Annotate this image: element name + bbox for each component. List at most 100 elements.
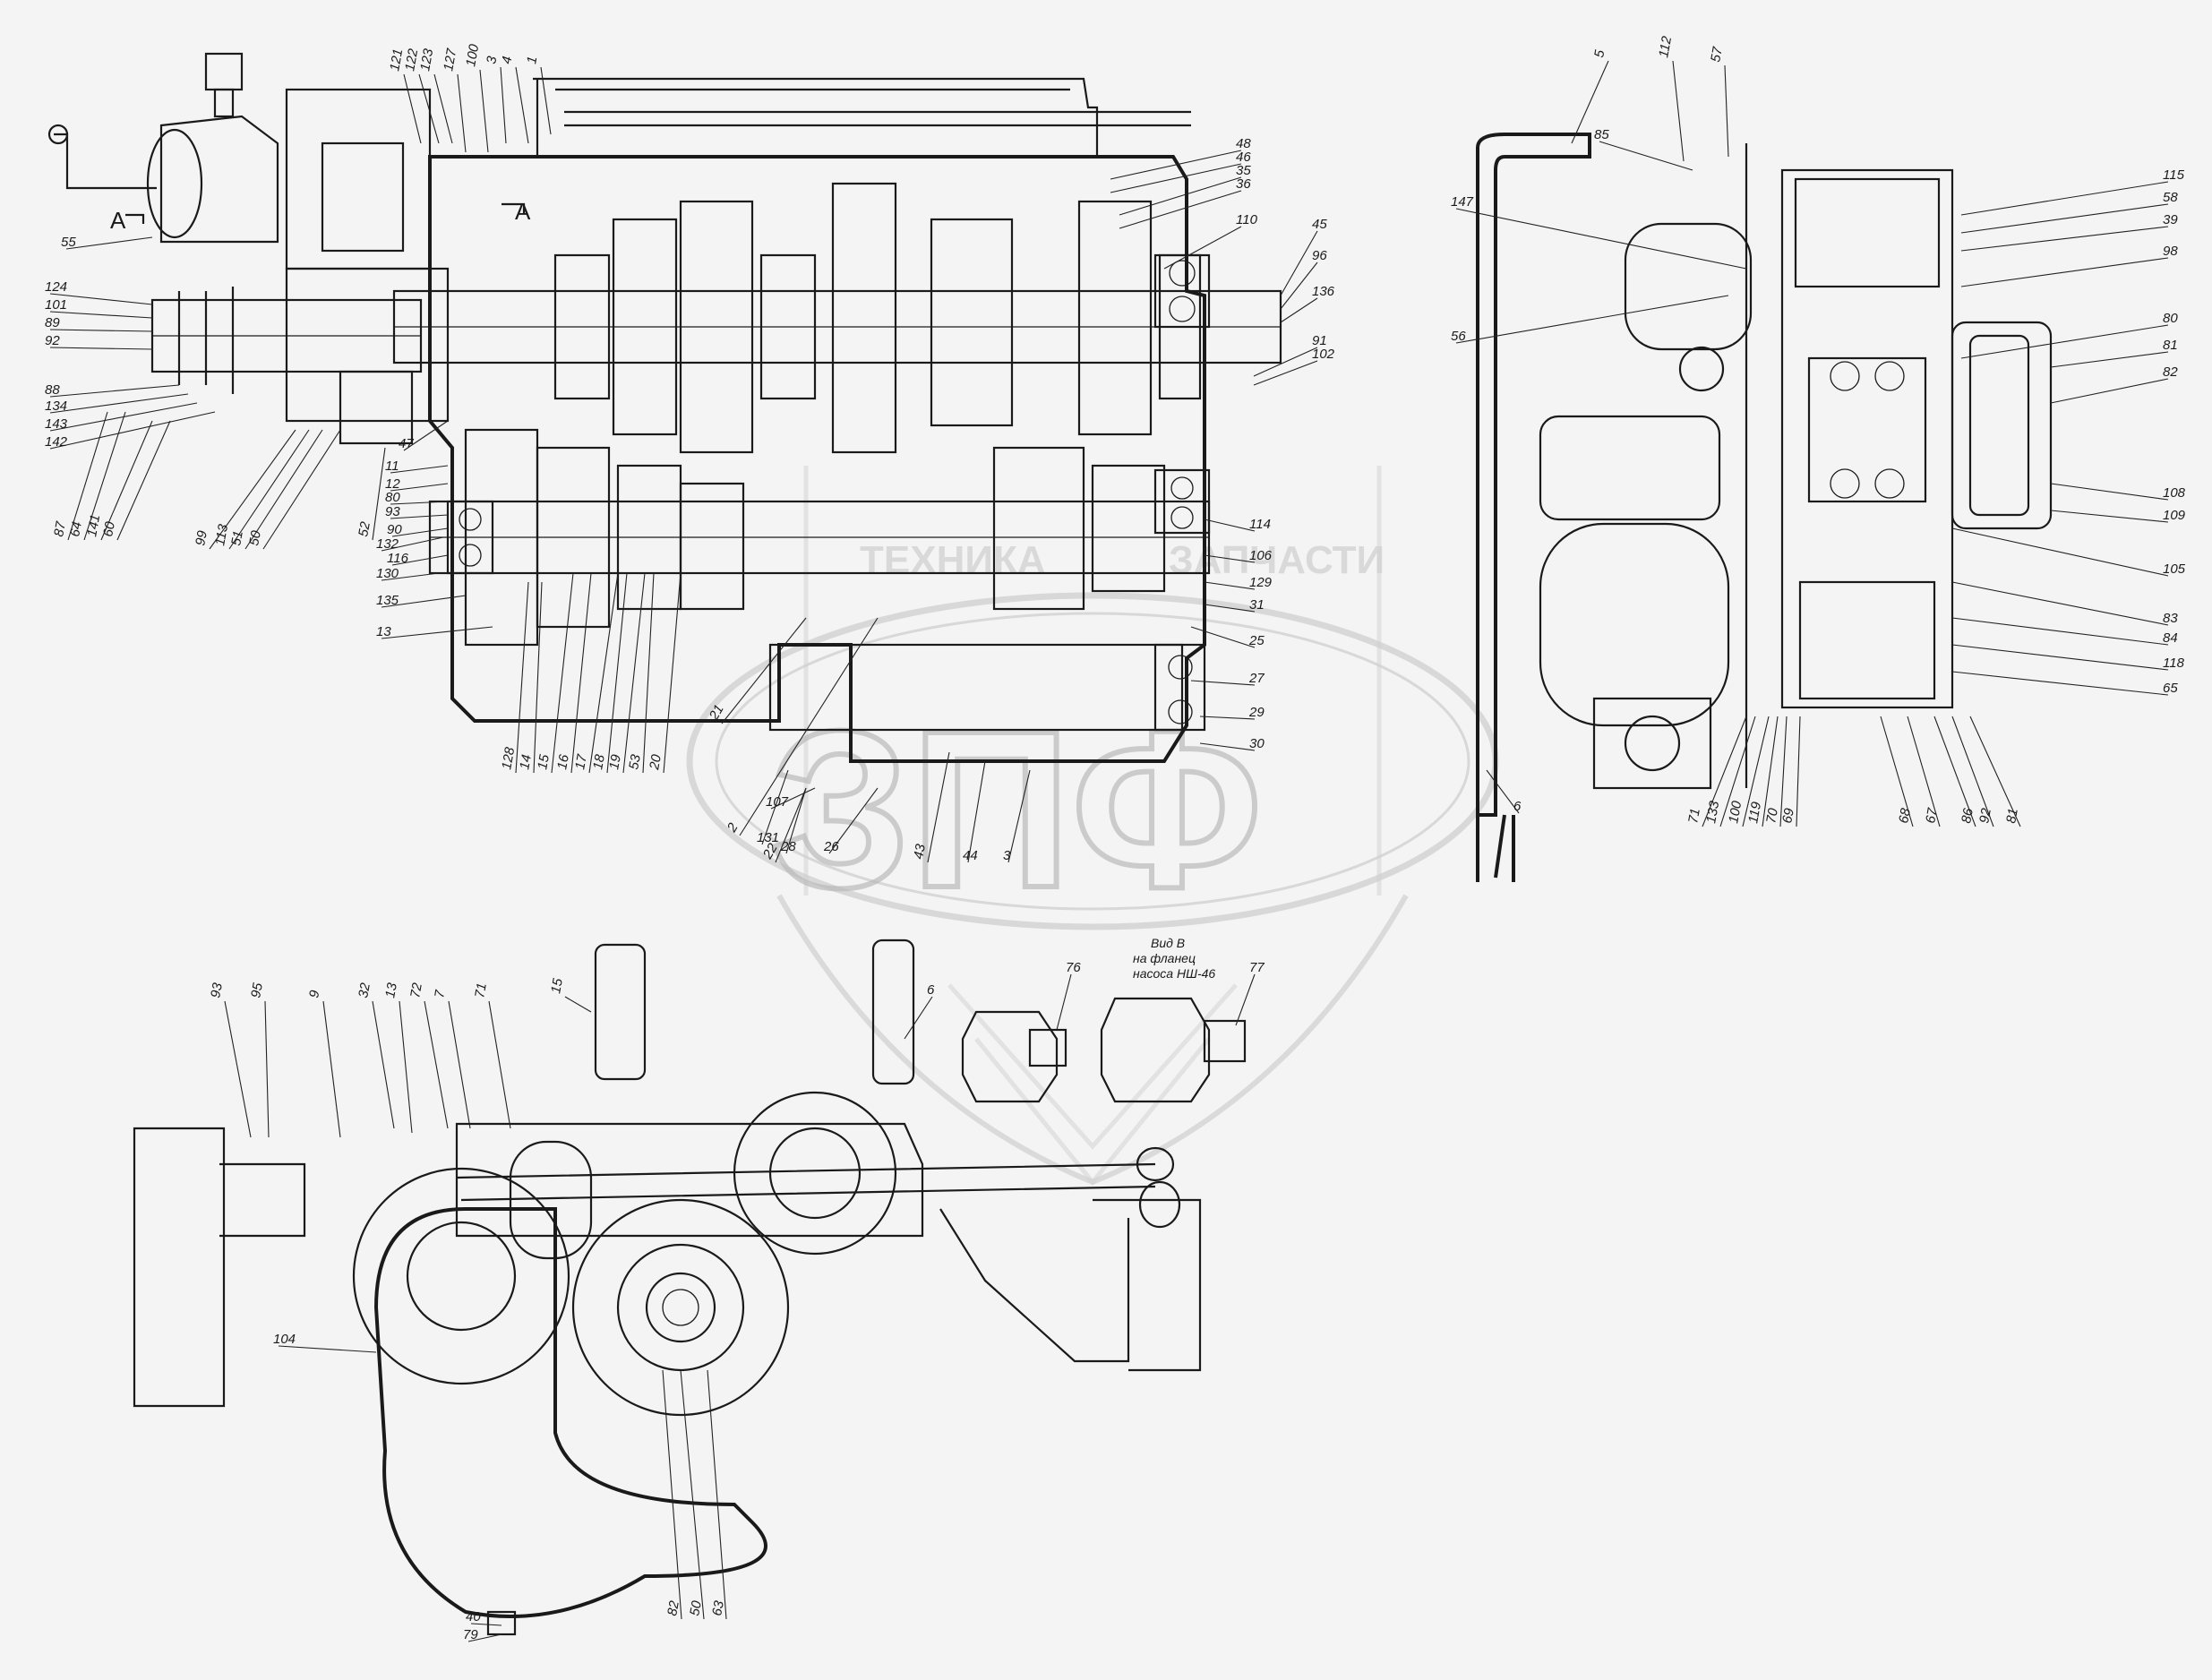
bottom-end-view: Вид В на фланец насоса НШ-46 — [133, 936, 1247, 1636]
part-label-right-18: 118 — [2163, 656, 2185, 671]
leader-bottom-0 — [224, 1000, 252, 1138]
leader-main-57 — [739, 617, 879, 836]
leader-bottom-8 — [564, 996, 592, 1013]
part-label-main-47: 128 — [499, 745, 518, 770]
part-label-main-12: 110 — [1236, 212, 1258, 227]
leader-main-53 — [622, 572, 646, 774]
leader-main-71 — [1204, 581, 1256, 590]
part-label-main-37: 11 — [385, 459, 399, 474]
leader-right-15 — [1951, 527, 2169, 577]
part-label-right-26: 68 — [1896, 807, 1914, 825]
leader-right-8 — [1960, 226, 2169, 252]
part-label-right-9: 98 — [2163, 244, 2178, 259]
part-label-right-30: 81 — [2003, 807, 2021, 824]
leader-main-18 — [65, 236, 153, 250]
part-label-main-10: 35 — [1236, 163, 1251, 178]
leader-main-65 — [1007, 769, 1031, 863]
part-label-main-20: 101 — [45, 297, 67, 313]
leader-right-16 — [1951, 581, 2169, 626]
part-label-main-15: 136 — [1312, 284, 1335, 299]
part-label-main-41: 90 — [387, 522, 402, 537]
part-label-main-64: 44 — [963, 848, 978, 863]
leader-right-20 — [1702, 716, 1747, 827]
leader-main-36 — [403, 420, 449, 451]
leader-main-55 — [663, 572, 682, 774]
part-label-main-65: 3 — [1003, 848, 1011, 863]
part-label-right-19: 65 — [2163, 681, 2178, 696]
leader-main-3 — [457, 73, 467, 153]
part-label-main-2: 123 — [417, 47, 436, 72]
leader-main-14 — [1280, 261, 1318, 310]
part-label-main-71: 129 — [1249, 575, 1273, 590]
part-label-main-60: 131 — [757, 830, 779, 845]
part-label-main-40: 93 — [385, 504, 400, 519]
leader-main-37 — [390, 465, 449, 474]
part-label-bottom-8: 15 — [548, 977, 566, 995]
part-label-bottom-7: 71 — [472, 981, 490, 999]
leader-right-13 — [2050, 483, 2169, 501]
part-label-main-17: 102 — [1312, 347, 1335, 362]
leader-main-21 — [49, 329, 153, 332]
part-label-main-46: 13 — [376, 624, 391, 639]
lower-gears — [464, 428, 1166, 647]
part-label-bottom-5: 72 — [407, 981, 425, 999]
part-label-right-7: 58 — [2163, 190, 2178, 205]
part-label-main-52: 18 — [590, 753, 608, 771]
leader-right-14 — [2050, 510, 2169, 523]
part-label-right-8: 39 — [2163, 212, 2178, 227]
leader-main-13 — [1280, 230, 1318, 296]
part-label-bottom-2: 9 — [306, 989, 322, 999]
leader-right-7 — [1960, 203, 2169, 234]
leader-right-6 — [1960, 181, 2169, 216]
part-label-right-6: 115 — [2163, 167, 2185, 183]
bearings — [446, 253, 1211, 732]
watermark-logo: ЗПФ — [770, 684, 1263, 934]
part-label-right-3: 85 — [1594, 127, 1609, 142]
part-label-bottom-3: 32 — [356, 981, 373, 999]
leader-right-30 — [1969, 716, 2021, 827]
leader-main-26 — [49, 411, 216, 450]
part-label-right-2: 57 — [1708, 46, 1726, 64]
leader-right-31 — [1486, 769, 1520, 814]
part-label-main-72: 106 — [1249, 548, 1273, 563]
part-label-main-33: 51 — [228, 529, 246, 546]
leader-main-19 — [49, 293, 153, 305]
leader-bottom-7 — [488, 1000, 511, 1129]
leader-bottom-6 — [448, 1000, 471, 1129]
leader-right-21 — [1719, 716, 1756, 827]
part-label-bottom-10: 76 — [1066, 960, 1081, 975]
leader-main-52 — [606, 572, 628, 774]
leader-main-72 — [1204, 554, 1256, 563]
view-note-line-2: на фланец — [1133, 951, 1196, 965]
part-label-bottom-4: 13 — [382, 981, 400, 999]
part-label-main-23: 88 — [45, 382, 60, 398]
leader-main-2 — [433, 73, 453, 144]
leader-right-23 — [1762, 716, 1779, 827]
part-label-right-10: 80 — [2163, 311, 2178, 326]
leader-main-62 — [828, 787, 879, 854]
leader-main-48 — [533, 581, 543, 774]
part-label-right-13: 108 — [2163, 485, 2186, 501]
part-label-main-36: 47 — [399, 436, 414, 451]
part-label-right-23: 119 — [1745, 801, 1764, 825]
part-label-main-55: 20 — [647, 753, 664, 772]
leader-bottom-12 — [278, 1345, 377, 1353]
leader-right-3 — [1599, 141, 1693, 171]
leader-main-28 — [83, 411, 126, 541]
leader-main-45 — [381, 595, 467, 608]
part-label-main-68: 29 — [1248, 705, 1265, 720]
leader-main-68 — [1199, 716, 1256, 720]
part-label-main-22: 92 — [45, 333, 60, 348]
part-label-main-38: 12 — [385, 476, 400, 492]
leader-main-40 — [390, 514, 449, 519]
part-label-main-18: 55 — [61, 235, 76, 250]
leader-main-39 — [390, 501, 449, 505]
leader-right-29 — [1951, 716, 1994, 827]
leader-main-46 — [381, 626, 493, 639]
part-label-main-14: 96 — [1312, 248, 1327, 263]
part-label-right-25: 69 — [1779, 807, 1797, 825]
part-label-right-27: 67 — [1923, 807, 1941, 825]
leader-main-41 — [391, 527, 449, 537]
part-label-main-69: 30 — [1249, 736, 1265, 751]
leader-right-9 — [1960, 257, 2169, 287]
